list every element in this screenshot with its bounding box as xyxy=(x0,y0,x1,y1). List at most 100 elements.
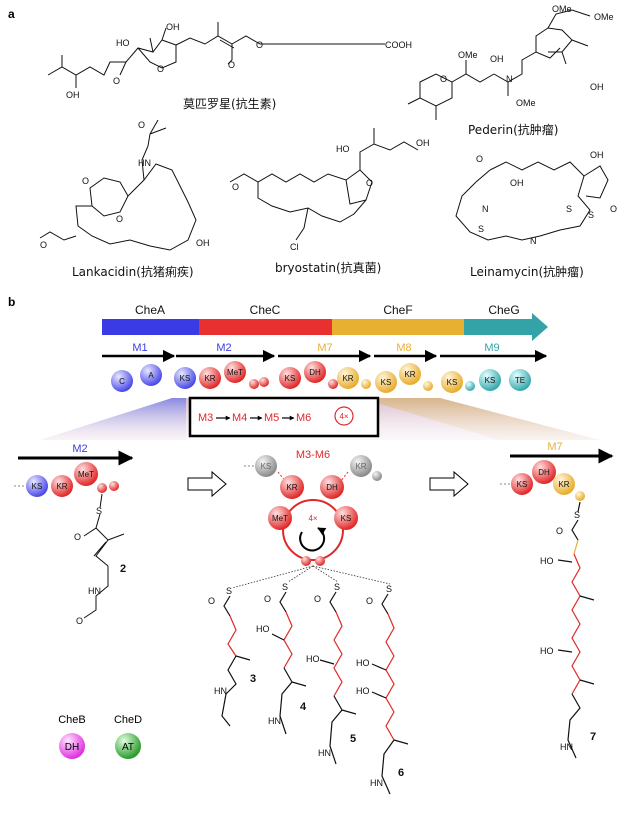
zoom-m2-kr-label: KR xyxy=(56,482,67,491)
iter-count: 4× xyxy=(339,412,348,421)
zoom-m2-kr xyxy=(51,475,73,497)
zoom-m3m6-ks xyxy=(334,506,358,530)
compound-number-7: 7 xyxy=(590,731,596,743)
zoom-m3m6-ks-prev xyxy=(255,455,277,477)
gene-cluster-bar xyxy=(102,313,548,341)
pederin-ome-top: OMe xyxy=(552,4,572,14)
zoom-m3m6-kr xyxy=(280,475,304,499)
lankacidin-o-top: O xyxy=(138,120,145,130)
compound-4-o: O xyxy=(264,594,271,604)
compound-6-o: O xyxy=(366,596,373,606)
zoom-m3m6-label: M3-M6 xyxy=(296,449,330,461)
pederin-oh: OH xyxy=(490,54,504,64)
compound-number-6: 6 xyxy=(398,767,404,779)
zoom-m2-label: M2 xyxy=(72,443,87,455)
bryostatin-structure xyxy=(229,128,419,241)
zoom-m2-ks-label: KS xyxy=(32,482,43,491)
compound-3-hn: HN xyxy=(214,686,227,696)
cycle-arrow xyxy=(299,527,327,552)
iter-count-circle xyxy=(334,406,354,426)
domain-a xyxy=(140,364,162,386)
module-label-m2: M2 xyxy=(216,342,231,354)
lankacidin-o-ring: O xyxy=(116,214,123,224)
zoom-m7-dh-label: DH xyxy=(538,468,550,477)
compound-number-3: 3 xyxy=(250,673,256,685)
pederin-structure xyxy=(407,9,591,120)
domain-label-a: A xyxy=(148,371,154,380)
zoom-m7-kr xyxy=(553,473,575,495)
module-label-m7: M7 xyxy=(317,342,332,354)
domain-label-ks-m2: KS xyxy=(180,374,191,383)
bryostatin-ho: HO xyxy=(336,144,350,154)
compound-name-bryostatin: bryostatin(抗真菌) xyxy=(275,260,381,275)
compound-4-ho: HO xyxy=(256,624,270,634)
compound-2-sulfur: S xyxy=(96,506,102,516)
acp-m9 xyxy=(465,381,475,391)
compound-6-s: S xyxy=(386,584,392,594)
compound-6-ho-1: HO xyxy=(356,658,370,668)
leinamycin-s-thiazole: S xyxy=(478,224,484,234)
zoom-m2-met-label: MeT xyxy=(78,470,94,479)
compound-name-mupirocin: 莫匹罗星(抗生素) xyxy=(183,96,276,111)
compound-3-structure xyxy=(221,595,251,727)
compound-7-ho-2: HO xyxy=(540,646,554,656)
zoom-m3m6-met xyxy=(268,506,292,530)
compound-5-hn: HN xyxy=(318,748,331,758)
compound-7-ho-1: HO xyxy=(540,556,554,566)
lankacidin-o-left: O xyxy=(82,176,89,186)
iter-m3: M3 xyxy=(198,412,213,424)
zoom-fan-right xyxy=(360,398,600,440)
compound-2-structure xyxy=(83,493,125,619)
compound-name-lankacidin: Lankacidin(抗猪痢疾) xyxy=(72,264,194,279)
domain-label-ks-m9: KS xyxy=(447,378,458,387)
lankacidin-hn: HN xyxy=(138,158,151,168)
compound-name-leinamycin: Leinamycin(抗肿瘤) xyxy=(470,264,584,279)
zoom-m2-acp-a xyxy=(97,483,107,493)
compound-3-o: O xyxy=(208,596,215,606)
compound-number-5: 5 xyxy=(350,733,356,745)
iter-m4: M4 xyxy=(232,412,247,424)
compound-number-4: 4 xyxy=(300,701,307,713)
gene-label-chec: CheC xyxy=(250,303,281,317)
gene-label-cheg: CheG xyxy=(488,303,519,317)
gene-label-chea: CheA xyxy=(135,303,165,317)
leinamycin-n-thiazole: N xyxy=(482,204,489,214)
zoom-m3m6-ks-prev-label: KS xyxy=(261,462,272,471)
leinamycin-oh-left: OH xyxy=(510,178,524,188)
zoom-fan-left xyxy=(40,398,186,440)
leinamycin-nh: N xyxy=(530,236,537,246)
domain-dh-m7 xyxy=(304,361,326,383)
domain-label-met-m2: MeT xyxy=(227,368,243,377)
zoom-m7-ks-label: KS xyxy=(517,480,528,489)
pederin-oh-right: OH xyxy=(590,82,604,92)
compound-5-s: S xyxy=(334,582,340,592)
standalone-at-domain xyxy=(115,733,141,759)
standalone-at-label: AT xyxy=(122,742,134,753)
zoom-m7-kr-label: KR xyxy=(558,480,569,489)
zoom-m3m6-dh xyxy=(320,475,344,499)
domain-kr-m8 xyxy=(399,363,421,385)
leinamycin-s1: S xyxy=(566,204,572,214)
domain-c xyxy=(111,370,133,392)
mupirocin-oh-top: OH xyxy=(166,22,180,32)
domain-label-c: C xyxy=(119,377,125,386)
compound-4-s: S xyxy=(282,582,288,592)
gene-label-chef: CheF xyxy=(383,303,412,317)
compound-5-o: O xyxy=(314,594,321,604)
bryostatin-cl: Cl xyxy=(290,242,299,252)
bryostatin-o-acetate: O xyxy=(232,182,239,192)
zoom-m3m6-kr-next xyxy=(350,455,372,477)
zoom-m3m6-ks-label: KS xyxy=(341,514,352,523)
compound-number-2: 2 xyxy=(120,563,126,575)
lankacidin-o-acetate: O xyxy=(40,240,47,250)
domain-label-kr-m2: KR xyxy=(204,374,215,383)
domain-kr-m7 xyxy=(337,367,359,389)
cycle-count-label: 4× xyxy=(308,514,317,523)
zoom-m7-dh xyxy=(532,460,556,484)
pederin-o-ring: O xyxy=(440,74,447,84)
domain-ks-m8 xyxy=(375,371,397,393)
mupirocin-o-ester: O xyxy=(256,40,263,50)
process-arrow-1 xyxy=(187,470,227,498)
compound-6-ho-2: HO xyxy=(356,686,370,696)
zoom-m3m6-kr-next-label: KR xyxy=(355,462,366,471)
